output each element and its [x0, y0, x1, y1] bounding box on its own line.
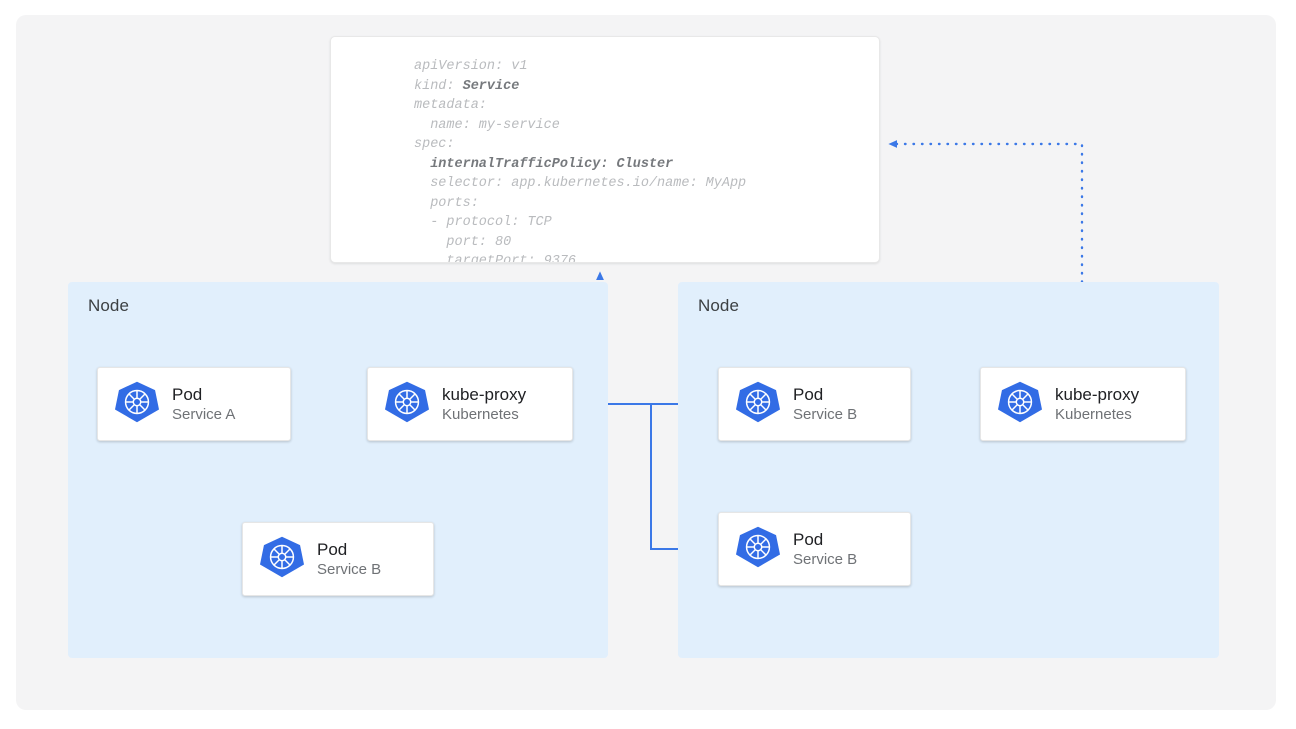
yaml-line-target-port: targetPort: 9376 [414, 254, 577, 263]
card-pod-service-b-right-bottom[interactable]: Pod Service B [718, 512, 911, 586]
yaml-line-name: name: my-service [414, 117, 560, 133]
yaml-line-spec: spec: [414, 137, 455, 152]
card-subtitle: Kubernetes [442, 406, 519, 424]
yaml-line-internal-traffic-policy: internalTrafficPolicy: Cluster [414, 156, 674, 172]
yaml-line-ports: ports: [414, 195, 479, 211]
kubernetes-icon [260, 535, 304, 584]
kubernetes-icon [385, 380, 429, 429]
yaml-line-port: port: 80 [414, 234, 512, 250]
kubernetes-icon [998, 380, 1042, 429]
service-manifest-code: apiVersion: v1 kind: Service metadata: n… [414, 57, 747, 263]
kubernetes-icon [115, 380, 159, 429]
card-subtitle: Service B [317, 561, 382, 579]
card-title: Pod [793, 529, 824, 549]
card-text: Pod Service B [793, 384, 857, 425]
kubernetes-icon [736, 525, 780, 574]
card-pod-service-b-right-top[interactable]: Pod Service B [718, 367, 911, 441]
card-subtitle: Service B [793, 406, 858, 424]
yaml-line-selector: selector: app.kubernetes.io/name: MyApp [414, 176, 747, 191]
card-subtitle: Service A [172, 406, 236, 424]
card-text: kube-proxy Kubernetes [1055, 384, 1139, 425]
card-title: kube-proxy [1055, 384, 1140, 404]
card-kube-proxy-left[interactable]: kube-proxy Kubernetes [367, 367, 573, 441]
card-kube-proxy-right[interactable]: kube-proxy Kubernetes [980, 367, 1186, 441]
card-title: kube-proxy [442, 384, 527, 404]
node-panel-right: Node [678, 282, 1219, 658]
yaml-line-kind-key: kind: [414, 78, 463, 94]
node-label-left: Node [88, 296, 130, 315]
card-text: kube-proxy Kubernetes [442, 384, 526, 425]
card-pod-service-b-left[interactable]: Pod Service B [242, 522, 434, 596]
card-pod-service-a[interactable]: Pod Service A [97, 367, 291, 441]
yaml-line-protocol: - protocol: TCP [414, 215, 552, 230]
card-text: Pod Service B [793, 529, 857, 570]
node-label-right: Node [698, 296, 740, 315]
card-subtitle: Service B [793, 551, 858, 569]
yaml-line-apiversion: apiVersion: v1 [414, 59, 528, 74]
yaml-line-kind-value: Service [462, 78, 520, 94]
card-title: Pod [172, 384, 203, 404]
yaml-line-metadata: metadata: [414, 98, 487, 113]
service-manifest-card: apiVersion: v1 kind: Service metadata: n… [330, 36, 880, 263]
card-subtitle: Kubernetes [1055, 406, 1132, 424]
card-text: Pod Service A [172, 384, 235, 425]
card-title: Pod [317, 539, 348, 559]
kubernetes-icon [736, 380, 780, 429]
card-title: Pod [793, 384, 824, 404]
node-panel-left: Node [68, 282, 608, 658]
card-text: Pod Service B [317, 539, 381, 580]
